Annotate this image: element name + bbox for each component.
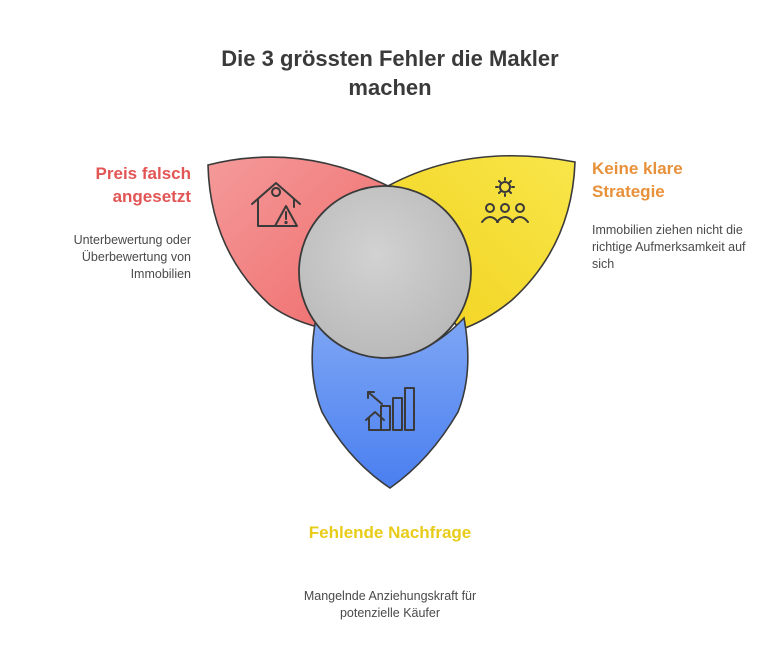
preis-title-text: Preis falsch angesetzt [95,164,191,206]
strategie-title-text: Keine klare Strategie [592,159,683,201]
preis-description-text: Unterbewertung oder Überbewertung von Im… [73,233,191,281]
nachfrage-title-text: Fehlende Nachfrage [308,523,472,542]
nachfrage-description-text: Mangelnde Anziehungskraft für potenziell… [303,589,477,620]
page-title: Die 3 grössten Fehler die Makler machen [221,46,559,100]
house-warning-icon [251,182,301,227]
declining-chart-house-icon [365,387,415,431]
team-gear-icon [481,177,529,223]
label-preis-description: Unterbewertung oder Überbewertung von Im… [21,232,191,283]
label-strategie-description: Immobilien ziehen nicht die richtige Auf… [592,222,752,273]
label-nachfrage-title: Fehlende Nachfrage [290,521,490,544]
center-circle [298,185,472,359]
label-nachfrage-description: Mangelnde Anziehungskraft für potenziell… [290,588,490,622]
label-preis-title: Preis falsch angesetzt [31,162,191,208]
label-strategie-title: Keine klare Strategie [592,157,752,203]
strategie-description-text: Immobilien ziehen nicht die richtige Auf… [592,223,746,271]
